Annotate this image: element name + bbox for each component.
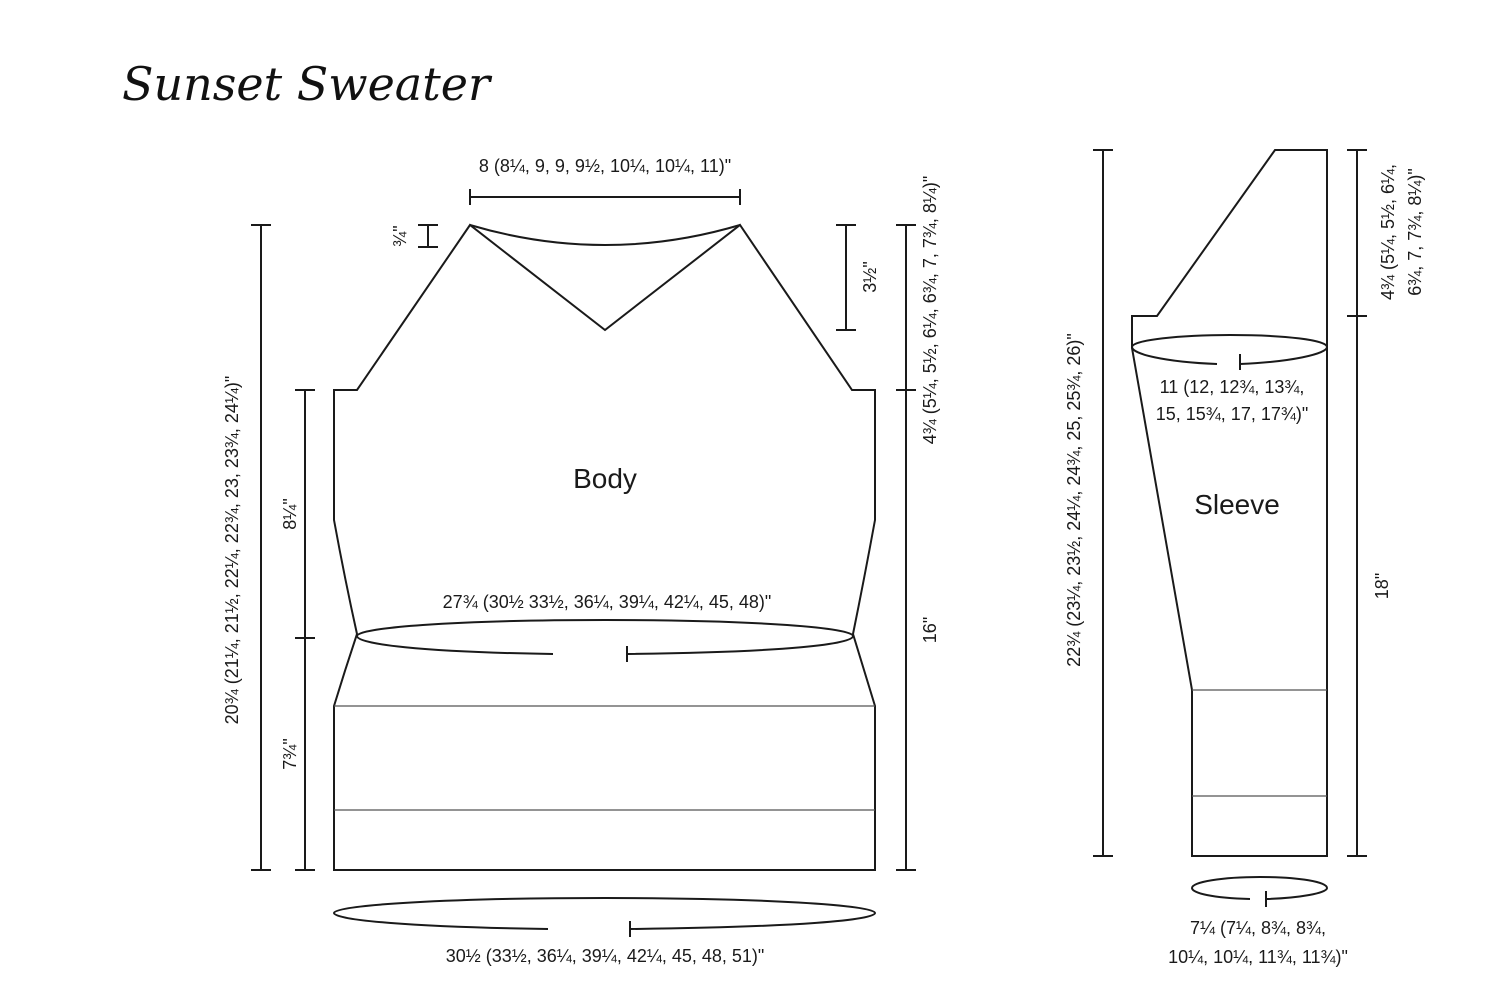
waist-circumference-label: 27¾ (30½ 33½, 36¼, 39¼, 42¼, 45, 48)" (443, 592, 772, 612)
body-label: Body (573, 463, 637, 494)
total-length-label: 20¾ (21¼, 21½, 22¼, 22¾, 23, 23¾, 24¼)" (222, 376, 242, 725)
hem-to-underarm-label: 16" (920, 617, 940, 643)
back-neck-drop-label: ¾" (390, 225, 410, 246)
cap-depth-label-line2: 6¾, 7, 7¾, 8¼)" (1405, 168, 1425, 295)
sleeve-length-label: 22¾ (23¼, 23½, 24¼, 24¾, 25, 25¾, 26)" (1064, 333, 1084, 667)
upper-arm-label-line2: 15, 15¾, 17, 17¾)" (1156, 404, 1309, 424)
page-title: Sunset Sweater (122, 57, 493, 111)
sleeve-label: Sleeve (1194, 489, 1280, 520)
back-neck-curve (469, 224, 741, 246)
cuff-ellipse (1190, 875, 1329, 900)
upper-arm-label-line1: 11 (12, 12¾, 13¾, (1160, 377, 1305, 397)
cuff-label-line2: 10¼, 10¼, 11¾, 11¾)" (1168, 947, 1348, 967)
body-piece: Body 8 (8¼, 9, 9, 9½, 10¼, 10¼, 11)" ¾" … (222, 156, 940, 966)
hem-ellipse (332, 896, 877, 930)
hem-to-waist-label: 7¾" (280, 738, 300, 769)
cuff-label-line1: 7¼ (7¼, 8¾, 8¾, (1190, 918, 1326, 938)
underarm-length-label: 18" (1372, 573, 1392, 599)
hem-circumference-label: 30½ (33½, 36¼, 39¼, 42¼, 45, 48, 51)" (446, 946, 765, 966)
body-outline (333, 223, 876, 871)
waist-to-underarm-label: 8¼" (280, 498, 300, 529)
sleeve-piece: Sleeve 11 (12, 12¾, 13¾, 15, 15¾, 17, 17… (1064, 149, 1425, 967)
waist-ellipse (355, 618, 855, 655)
armhole-depth-label: 4¾ (5¼, 5½, 6¼, 6¾, 7, 7¾, 8¼)" (920, 176, 940, 445)
upper-arm-ellipse (1130, 333, 1329, 365)
cap-depth-label-line1: 4¾ (5¼, 5½, 6¼, (1378, 164, 1398, 300)
front-neck-drop-label: 3½" (860, 261, 880, 292)
neck-width-label: 8 (8¼, 9, 9, 9½, 10¼, 10¼, 11)" (479, 156, 731, 176)
